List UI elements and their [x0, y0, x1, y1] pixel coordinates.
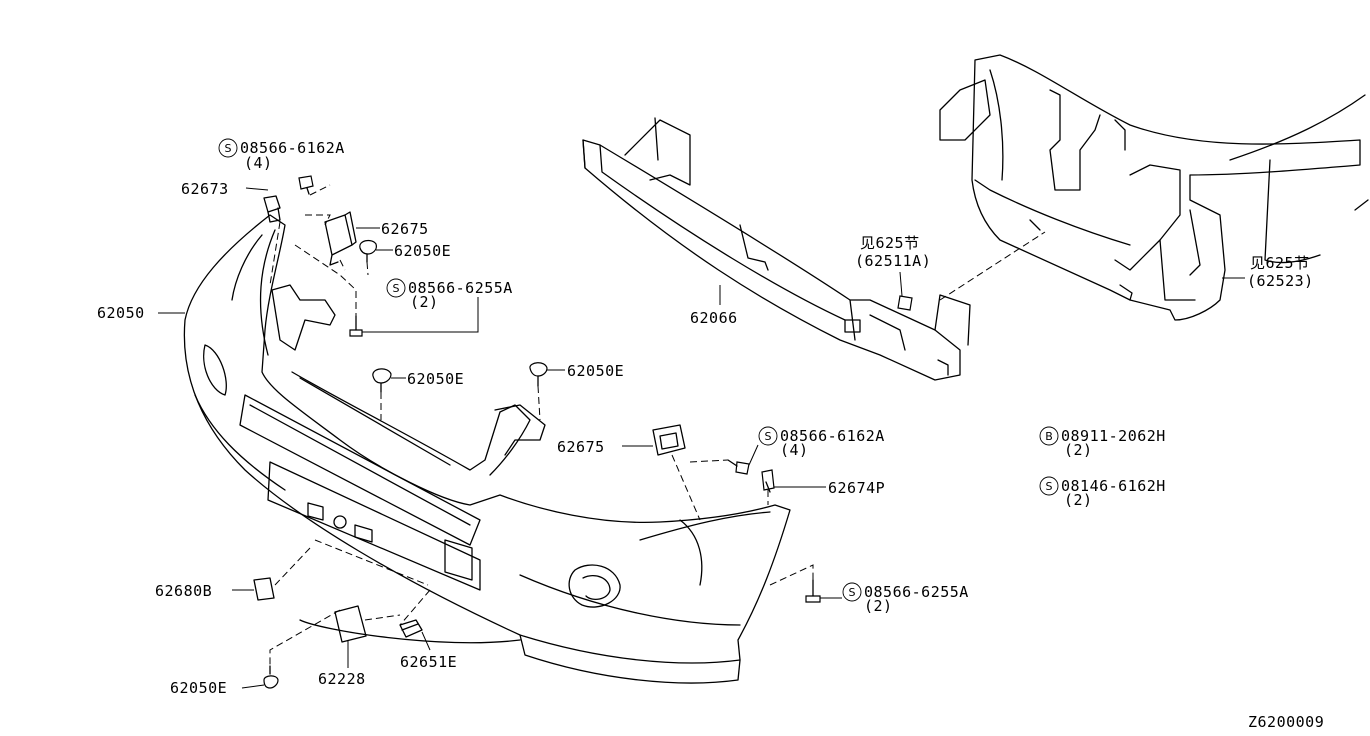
assembly-dashed-lines [269, 184, 1046, 666]
bracket-62675-lower [652, 424, 686, 456]
front-bumper-fascia [183, 214, 791, 684]
side-bracket-left [271, 284, 336, 351]
label-08146-6162h: 08146-6162H [1061, 477, 1166, 495]
cap-62228 [334, 605, 367, 643]
label-62651e: 62651E [400, 653, 457, 671]
label-ref-625-b: 见625节 [1250, 254, 1310, 272]
symbol-b-circle [1039, 426, 1059, 446]
symbol-s-circle-4 [842, 582, 862, 602]
label-62675-upper: 62675 [381, 220, 429, 238]
symbol-s-circle-2 [386, 278, 406, 298]
label-62050: 62050 [97, 304, 145, 322]
diagram-code: Z6200009 [1248, 713, 1324, 731]
part-labels: 08566-6162A (4) 62673 62675 62050E 08566… [97, 139, 1324, 731]
screw-08566-6162a-upper [298, 175, 314, 195]
qty-08146-6162h: (2) [1064, 491, 1093, 509]
screw-08566-6255a-upper [349, 315, 363, 337]
clip-62050e-c [529, 362, 548, 387]
bolt-reinforcement [897, 295, 913, 311]
label-ref-625-a: 见625节 [860, 234, 920, 252]
screw-08566-6162a-lower [727, 459, 750, 475]
qty-08566-6162a-upper: (4) [244, 154, 273, 172]
clip-62050e-b [372, 368, 392, 393]
qty-08566-6255a-lower: (2) [864, 597, 893, 615]
clip-62651e [399, 619, 423, 638]
qty-08911-2062h: (2) [1064, 441, 1093, 459]
symbol-s-3: S [765, 430, 772, 443]
screw-08566-6255a-lower [805, 579, 821, 603]
bracket-62675-upper [324, 211, 357, 266]
label-62675-lower: 62675 [557, 438, 605, 456]
qty-08566-6255a-upper: (2) [410, 293, 439, 311]
label-08566-6255a-upper: 08566-6255A [408, 279, 513, 297]
symbol-markers: S S S S B S [218, 138, 1059, 602]
side-bracket-right [494, 404, 546, 456]
symbol-s-circle-5 [1039, 476, 1059, 496]
clip-62050e-a [359, 239, 377, 263]
bracket-62680b [253, 577, 275, 601]
symbol-b: B [1045, 430, 1053, 443]
radiator-core-support [939, 54, 1369, 321]
qty-08566-6162a-lower: (4) [780, 441, 809, 459]
symbol-s-4: S [849, 586, 856, 599]
label-08911-2062h: 08911-2062H [1061, 427, 1166, 445]
leader-lines [158, 187, 1245, 689]
clip-62674p [761, 469, 775, 493]
label-62674p: 62674P [828, 479, 885, 497]
label-08566-6162a-upper: 08566-6162A [240, 139, 345, 157]
symbol-s-5: S [1046, 480, 1053, 493]
symbol-s-1: S [225, 142, 232, 155]
label-62673: 62673 [181, 180, 229, 198]
bumper-reinforcement [582, 117, 971, 381]
label-62050e-a: 62050E [394, 242, 451, 260]
label-62050e-b: 62050E [407, 370, 464, 388]
bracket-62673 [263, 195, 281, 223]
label-62066: 62066 [690, 309, 738, 327]
symbol-s-circle-1 [218, 138, 238, 158]
label-08566-6162a-lower: 08566-6162A [780, 427, 885, 445]
symbol-s-circle-3 [758, 426, 778, 446]
label-62050e-d: 62050E [170, 679, 227, 697]
symbol-s-2: S [393, 282, 400, 295]
label-62050e-c: 62050E [567, 362, 624, 380]
label-62680b: 62680B [155, 582, 212, 600]
label-62523: (62523) [1247, 272, 1314, 290]
clip-62050e-d [263, 665, 279, 689]
label-62228: 62228 [318, 670, 366, 688]
label-08566-6255a-lower: 08566-6255A [864, 583, 969, 601]
label-62511a: (62511A) [855, 252, 931, 270]
